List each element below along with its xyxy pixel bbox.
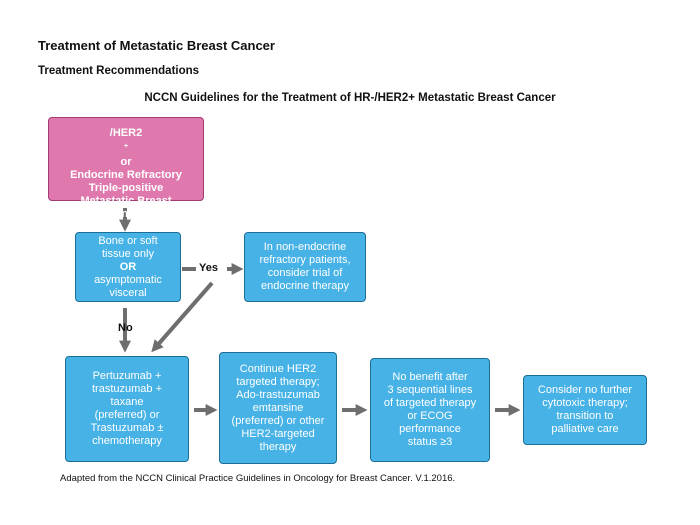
section-subtitle: Treatment Recommendations: [38, 65, 200, 77]
no-benefit-box: No benefit after 3 sequential lines of t…: [370, 358, 490, 462]
diagram-title: NCCN Guidelines for the Treatment of HR-…: [144, 92, 556, 104]
start-box: HR-/HER2+ or Endocrine Refractory Triple…: [48, 97, 204, 220]
continue-her2-therapy-box: Continue HER2 targeted therapy; Ado-tras…: [219, 352, 337, 464]
source-footnote: Adapted from the NCCN Clinical Practice …: [60, 473, 456, 484]
first-line-therapy-box: Pertuzumab + trastuzumab + taxane (prefe…: [65, 356, 189, 462]
palliative-care-box: Consider no further cytotoxic therapy; t…: [523, 375, 647, 445]
endocrine-therapy-box: In non-endocrine refractory patients, co…: [244, 232, 366, 302]
page-title: Treatment of Metastatic Breast Cancer: [38, 38, 275, 53]
arrow-endocrine-to-step1: [151, 281, 214, 353]
no-label: No: [118, 322, 133, 334]
yes-label: Yes: [199, 262, 218, 274]
decision-box: Bone or soft tissue only OR asymptomatic…: [75, 232, 181, 302]
